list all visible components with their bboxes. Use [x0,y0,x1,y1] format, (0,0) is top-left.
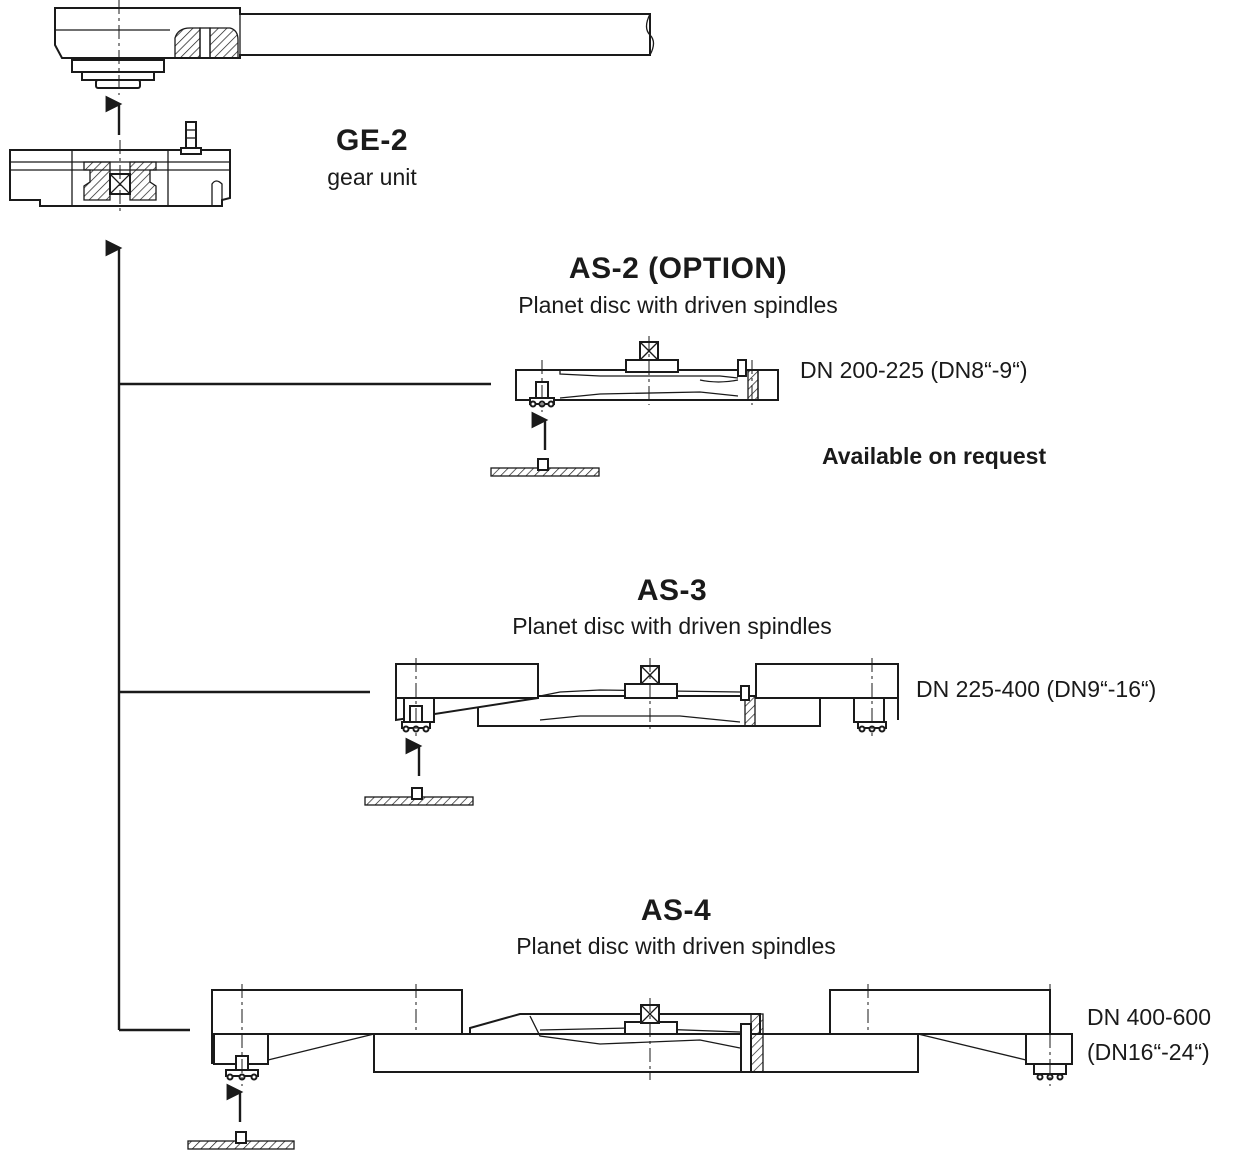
as3-planet-disc-drawing [395,658,899,736]
machine-arm [54,0,655,95]
ge2-gear-unit-drawing [9,121,231,212]
as2-spindle-plate [490,458,600,477]
as4-spec-line2: (DN16“-24“) [1087,1039,1210,1065]
as3-title: AS-3 [637,574,707,607]
as2-title: AS-2 (OPTION) [569,252,787,285]
connector-lines [105,239,491,1032]
as2-subtitle: Planet disc with driven spindles [518,292,838,318]
as3-subtitle: Planet disc with driven spindles [512,613,832,639]
as2-spec: DN 200-225 (DN8“-9“) [800,357,1028,383]
as4-title: AS-4 [641,894,711,927]
ge2-title: GE-2 [336,124,408,157]
as3-spindle-plate [364,787,474,806]
as4-subtitle: Planet disc with driven spindles [516,933,836,959]
as4-spindle-plate [187,1131,295,1150]
as3-spec: DN 225-400 (DN9“-16“) [916,676,1156,702]
as2-planet-disc-drawing [515,336,779,412]
as2-availability-note: Available on request [822,443,1046,469]
as4-planet-disc-drawing [211,984,1073,1086]
ge2-subtitle: gear unit [327,164,417,190]
as4-spec-line1: DN 400-600 [1087,1004,1211,1030]
